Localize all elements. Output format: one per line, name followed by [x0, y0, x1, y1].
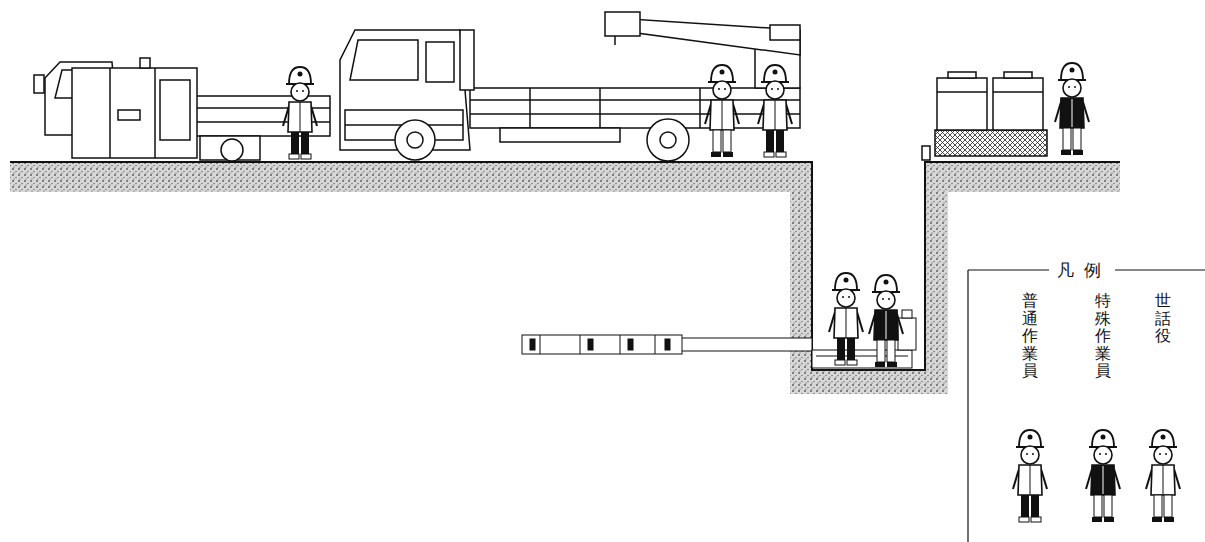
legend-sample-general — [1013, 430, 1047, 522]
worker-special — [869, 275, 903, 367]
equipment-units — [922, 72, 1047, 160]
legend-text: 特殊作業員 — [1095, 292, 1111, 380]
worker-supervisor — [705, 65, 739, 157]
legend-sample-supervisor — [1146, 430, 1180, 522]
jacking-machine — [812, 310, 916, 368]
crane-truck — [340, 12, 800, 161]
worker-general — [283, 67, 317, 159]
legend-text: 普通作業員 — [1022, 292, 1038, 380]
legend-text: 世話役 — [1155, 292, 1171, 345]
worker-general — [829, 273, 863, 365]
soil — [10, 162, 1120, 394]
jacking-pipe — [522, 335, 812, 354]
legend-sample-special — [1086, 430, 1120, 522]
legend-frame — [968, 270, 1205, 542]
worker-general — [758, 65, 792, 157]
worker-special — [1055, 63, 1089, 155]
pump-truck — [34, 58, 330, 161]
legend-heading: 凡例 — [1049, 259, 1115, 282]
